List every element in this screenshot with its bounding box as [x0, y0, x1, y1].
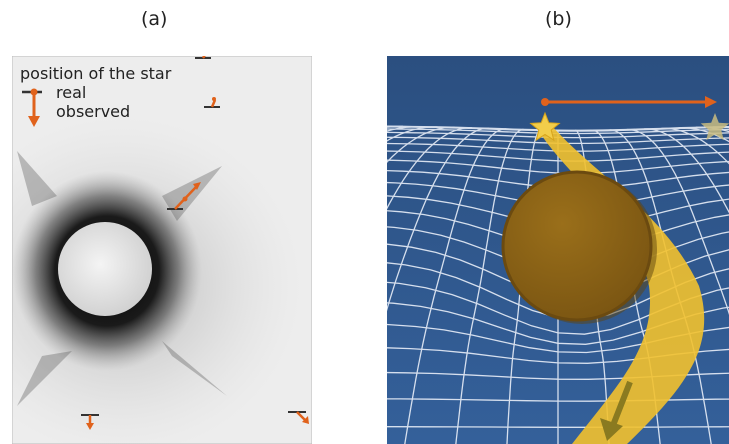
legend-real-label: real [56, 83, 87, 102]
star-marker [81, 414, 99, 430]
legend: position of the star real observed [20, 64, 171, 121]
grid-line [387, 347, 729, 364]
grid-line [661, 127, 729, 165]
grid-line [387, 302, 729, 345]
star-markers [81, 56, 309, 430]
corona-streamers [17, 151, 227, 406]
legend-title: position of the star [20, 64, 172, 83]
grid-line [387, 126, 455, 163]
grid-line [387, 127, 472, 210]
spacetime-illustration-panel [387, 56, 729, 444]
star-marker [204, 97, 220, 108]
star-apparent [529, 111, 561, 142]
grid-line [387, 150, 729, 162]
eclipse-photo-panel [12, 56, 312, 444]
star-marker [195, 56, 211, 59]
beam-arrow-head [600, 418, 623, 441]
star-marker [288, 411, 309, 424]
star-true [700, 113, 729, 141]
star-marker [167, 182, 201, 210]
grid-line [387, 371, 729, 380]
legend-observed-label: observed [56, 102, 131, 121]
sun-disk [501, 170, 653, 322]
grid-line [644, 128, 729, 214]
panel-a-label: (a) [141, 8, 168, 30]
light-beam [542, 126, 705, 444]
grid-line [387, 426, 729, 428]
grid-line [387, 323, 729, 354]
panel-b-label: (b) [545, 8, 572, 30]
grid-line [387, 281, 729, 335]
moon-disk [58, 222, 152, 316]
grid-line [387, 126, 438, 142]
legend-symbols [22, 88, 42, 127]
grid-line [387, 398, 729, 402]
beam-arrow-shaft [609, 380, 633, 430]
